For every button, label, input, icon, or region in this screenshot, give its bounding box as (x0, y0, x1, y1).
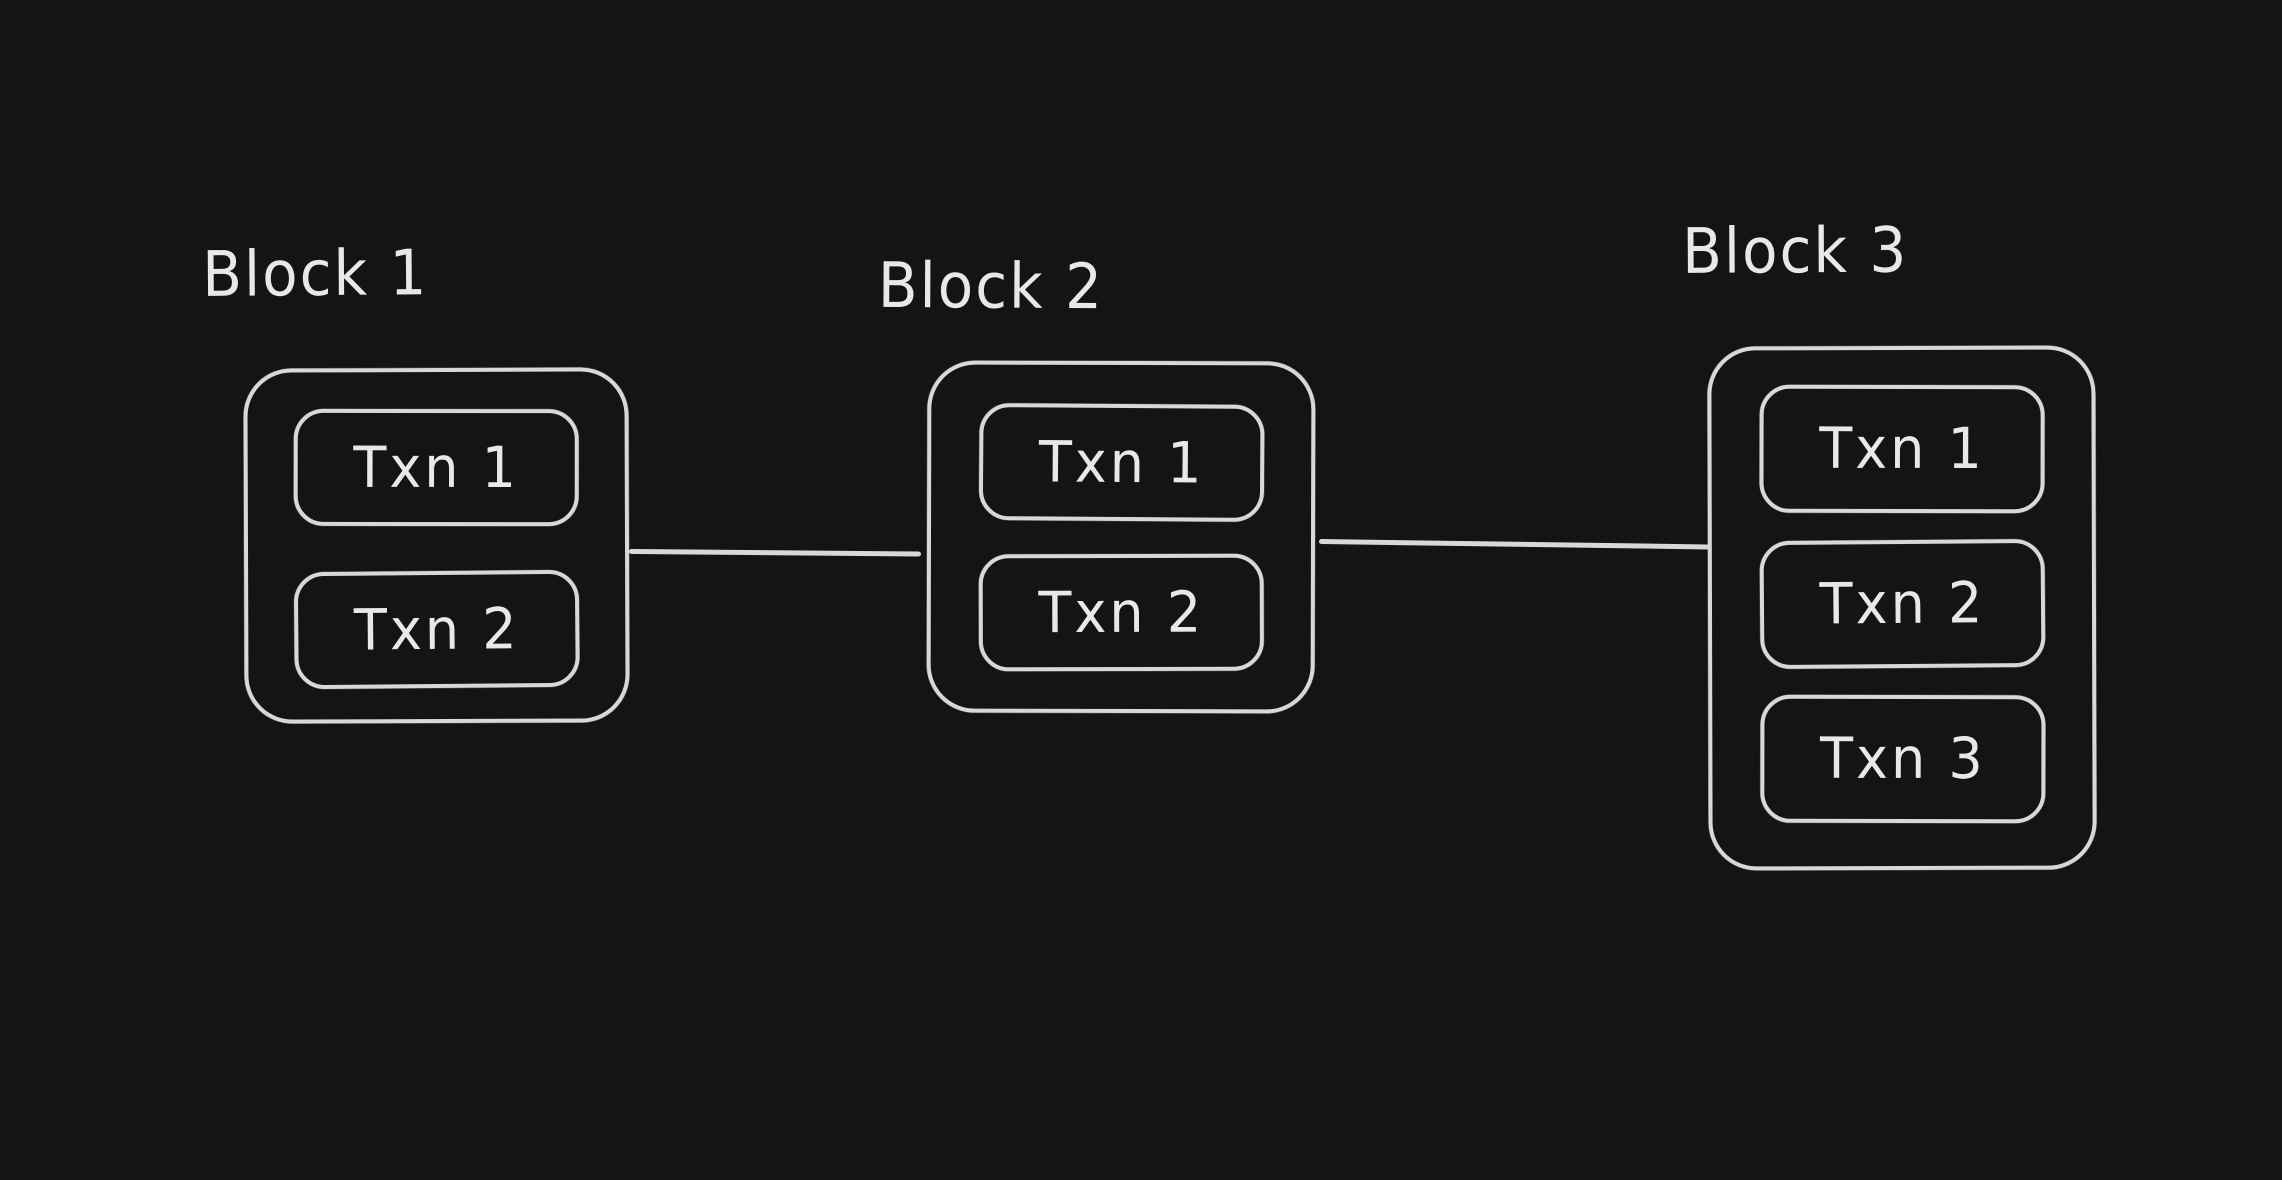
block-1-txn-2: Txn 2 (293, 569, 580, 690)
block-3-txn-1: Txn 1 (1758, 384, 2045, 514)
block-3-label: Block 3 (1681, 213, 1909, 289)
block-1-label: Block 1 (201, 235, 429, 312)
block-3-txn-3-label: Txn 3 (1819, 725, 1986, 792)
block-3: Txn 1 Txn 2 Txn 3 (1707, 345, 2097, 871)
block-2-txn-2-label: Txn 2 (1037, 578, 1204, 646)
block-1-txn-2-label: Txn 2 (353, 595, 520, 663)
block-3-txn-3: Txn 3 (1759, 694, 2046, 824)
connector-block1-block2 (628, 549, 922, 557)
block-2-label: Block 2 (877, 248, 1105, 324)
connector-block2-block3 (1318, 539, 1711, 550)
block-3-txn-1-label: Txn 1 (1818, 415, 1985, 482)
block-3-txn-2: Txn 2 (1758, 538, 2045, 670)
block-2-txn-1: Txn 1 (978, 403, 1265, 522)
block-1-txn-1: Txn 1 (293, 408, 579, 527)
block-2-txn-1-label: Txn 1 (1038, 428, 1205, 496)
block-1: Txn 1 Txn 2 (243, 367, 630, 724)
block-1-txn-1-label: Txn 1 (353, 433, 520, 501)
block-2-txn-2: Txn 2 (978, 553, 1264, 672)
block-3-txn-2-label: Txn 2 (1818, 569, 1986, 638)
block-2: Txn 1 Txn 2 (926, 360, 1316, 714)
